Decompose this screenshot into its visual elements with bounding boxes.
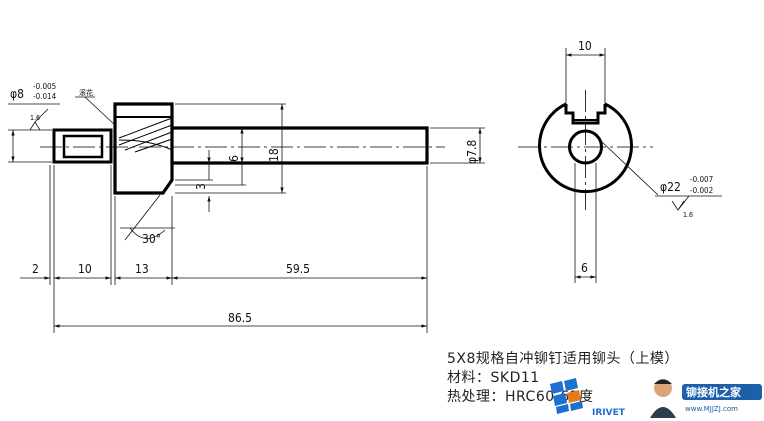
dim-18: 18	[267, 148, 281, 162]
dim-pilot: 10	[78, 262, 92, 276]
pilot-inner	[62, 134, 104, 159]
mascot-icon	[650, 379, 676, 418]
pilot-body	[52, 128, 113, 164]
material-line: 材料：SKD11	[447, 370, 540, 386]
dim-left: 2	[32, 262, 39, 276]
front-view	[40, 102, 445, 195]
dim-angle: 30°	[142, 232, 161, 246]
dim-3: 3	[194, 183, 208, 190]
drawing-title: 5X8规格自冲铆钉适用铆头（上模）	[447, 351, 679, 367]
dim-6: 6	[227, 155, 241, 162]
brand-url: www.MJJZJ.com	[685, 405, 738, 413]
dim-slot: 10	[578, 39, 592, 53]
phi22-lower: -0.002	[690, 186, 713, 195]
knurl-hatching	[118, 117, 173, 153]
brand-mjjzj: 铆接机之家	[686, 385, 742, 399]
phi8-upper: -0.005	[33, 82, 56, 91]
dim-phi78: φ7.8	[465, 140, 479, 164]
dim-head: 13	[135, 262, 149, 276]
title-block: 5X8规格自冲铆钉适用铆头（上模） 材料：SKD11 热处理：HRC60-62度	[447, 350, 759, 407]
knurl-note: 滚花	[79, 88, 93, 97]
phi22-upper: -0.007	[690, 175, 713, 184]
phi8-lower: -0.014	[33, 92, 57, 101]
front-dimensions	[8, 96, 485, 333]
roughness-right: 1.6	[683, 211, 693, 219]
phi8-label: φ8	[10, 87, 24, 101]
dimension-labels: 2 10 13 59.5 86.5 10 6 6 18 3 φ7.8 30° φ…	[10, 39, 713, 325]
grid-logo-icon	[550, 378, 583, 414]
watermark-logo: IRIVET 铆接机之家 www.MJJZJ.com	[550, 378, 762, 418]
shank-body	[172, 126, 429, 165]
side-dimensions	[565, 48, 722, 283]
phi22-label: φ22	[660, 180, 681, 194]
side-view	[518, 90, 653, 210]
dim-total: 86.5	[228, 311, 252, 325]
dim-shank: 59.5	[286, 262, 310, 276]
roughness-left: 1.6	[30, 114, 40, 122]
brand-irivet: IRIVET	[592, 408, 626, 418]
dim-web: 6	[581, 261, 588, 275]
head-body	[113, 102, 174, 195]
